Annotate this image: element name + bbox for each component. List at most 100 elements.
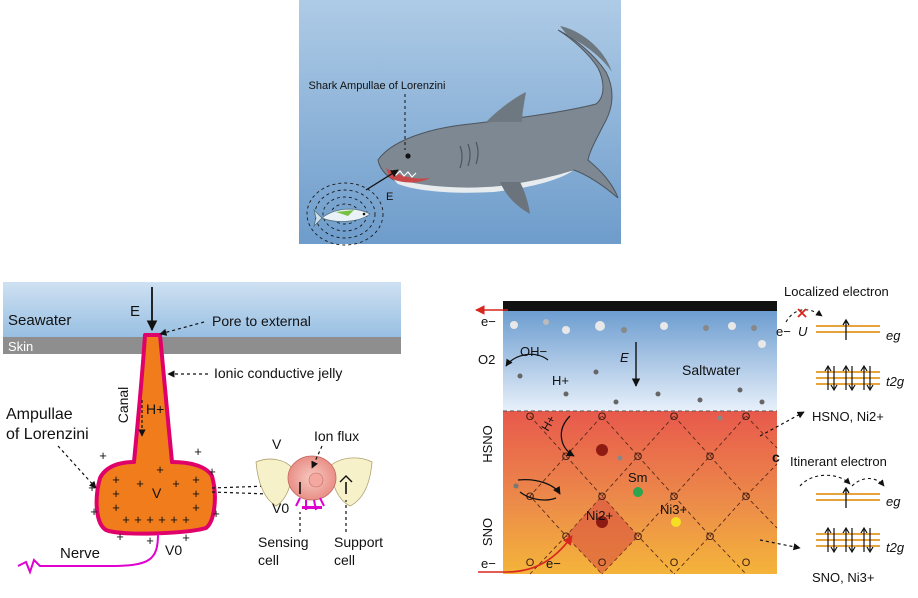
hsno-ni-label: HSNO, Ni2+ [812, 409, 884, 424]
itinerant-label: Itinerant electron [790, 454, 887, 469]
svg-text:O: O [670, 411, 679, 423]
svg-text:+: + [192, 472, 200, 487]
t2g-levels-localized [816, 371, 880, 385]
svg-text:O: O [742, 557, 751, 569]
jelly-label: Ionic conductive jelly [214, 365, 342, 381]
svg-text:+: + [90, 504, 98, 519]
svg-text:+: + [112, 486, 120, 501]
oxygen-label: O2 [478, 352, 495, 367]
svg-text:O: O [706, 531, 715, 543]
ampullae-label-line1: Ampullae [6, 406, 73, 423]
svg-text:+: + [112, 500, 120, 515]
eg-label: eg [886, 328, 901, 343]
eg-levels-localized [816, 325, 880, 333]
saltwater-particles [510, 319, 766, 489]
shark-belly [392, 170, 574, 193]
svg-text:O: O [562, 451, 571, 463]
ampulla-field-label: E [130, 303, 140, 320]
svg-text:O: O [598, 491, 607, 503]
electron-top-label: e− [481, 314, 496, 329]
svg-text:+: + [134, 512, 142, 527]
nerve [17, 533, 159, 575]
ampulla-v0-label: V0 [165, 542, 182, 558]
shark-dorsal-fin [486, 92, 526, 122]
svg-text:+: + [88, 480, 96, 495]
svg-text:O: O [742, 411, 751, 423]
cell-v-label: V [272, 436, 282, 452]
svg-text:+: + [122, 512, 130, 527]
ni3-ion [671, 517, 681, 527]
sensing-label-line2: cell [258, 552, 279, 568]
internal-charges: +++ +++ +++ +++ +++ [112, 462, 200, 527]
svg-text:O: O [598, 557, 607, 569]
support-cell-right [329, 457, 373, 507]
ni3-label: Ni3+ [660, 502, 687, 517]
svg-text:O: O [670, 491, 679, 503]
pore-label: Pore to external [212, 313, 311, 329]
t2g-label: t2g [886, 374, 905, 389]
svg-text:+: + [182, 530, 190, 545]
seawater-layer [3, 282, 401, 337]
cell-cluster [255, 455, 373, 511]
svg-text:+: + [192, 500, 200, 515]
svg-text:+: + [112, 472, 120, 487]
svg-text:+: + [146, 512, 154, 527]
support-cell-left [255, 458, 293, 507]
orbital-electron-label: e− [776, 324, 791, 339]
electron-bottom-label: e− [481, 556, 496, 571]
svg-text:+: + [192, 486, 200, 501]
sno-label: SNO [480, 518, 495, 546]
shark-mouth [386, 168, 430, 183]
field-arrow [365, 169, 399, 191]
svg-text:+: + [182, 512, 190, 527]
svg-text:+: + [156, 462, 164, 477]
sno-ni-label: SNO, Ni3+ [812, 570, 875, 585]
hubbard-label: U [798, 324, 808, 339]
orbital-panel: Localized electron e− U eg t2g HSNO, Ni2… [772, 284, 905, 585]
svg-text:O: O [634, 451, 643, 463]
ni2-label: Ni2+ [586, 508, 613, 523]
skin-label: Skin [8, 339, 33, 354]
svg-text:+: + [194, 444, 202, 459]
skin-layer [3, 337, 401, 354]
canal-label: Canal [115, 387, 131, 424]
svg-text:+: + [212, 506, 220, 521]
fish [313, 208, 371, 228]
electrode-bar [503, 301, 777, 311]
shark-eye [405, 153, 411, 159]
svg-text:O: O [742, 491, 751, 503]
samarium-ion [633, 487, 643, 497]
svg-text:O: O [562, 531, 571, 543]
proton-label: H+ [552, 373, 569, 388]
shark-ampullae-label: Shark Ampullae of Lorenzini [309, 80, 446, 92]
svg-text:O: O [634, 531, 643, 543]
panel-letter: c [772, 449, 780, 465]
support-label-line1: Support [334, 534, 383, 550]
shark-pectoral-fin [500, 182, 530, 214]
localized-label: Localized electron [784, 284, 889, 299]
eg-levels-itinerant [816, 493, 880, 501]
ni2-ion [596, 516, 608, 528]
ampulla-panel: Seawater Skin E Canal H+ V +++ +++ +++ +… [3, 282, 401, 575]
t2g-levels-itinerant [816, 533, 880, 547]
ampullae-label-line2: of Lorenzini [6, 426, 89, 443]
sno-panel: O O O O O O O O O O O O O O O O O O e− O… [475, 301, 805, 575]
t2g-label-itinerant: t2g [886, 540, 905, 555]
svg-text:O: O [670, 557, 679, 569]
hsno-label: HSNO [480, 425, 495, 463]
electron-inner-label: e− [546, 556, 561, 571]
svg-text:+: + [99, 448, 107, 463]
shark-field-label: E [386, 191, 393, 203]
ampulla-body [94, 333, 217, 536]
field-lines [306, 182, 384, 246]
svg-text:+: + [158, 512, 166, 527]
svg-text:+: + [136, 476, 144, 491]
svg-text:+: + [146, 533, 154, 548]
ni2-octahedron [566, 496, 638, 574]
svg-text:O: O [706, 451, 715, 463]
svg-text:O: O [526, 411, 535, 423]
shark-tail [560, 26, 612, 72]
seawater-label: Seawater [8, 312, 71, 329]
blocked-mark [797, 308, 807, 318]
